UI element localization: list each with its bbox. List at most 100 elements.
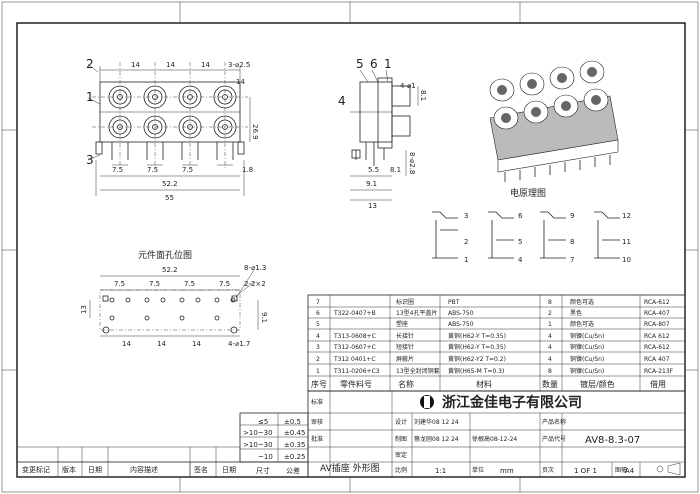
rev-header-date: 日期 <box>88 466 102 474</box>
pin-2: 2 <box>464 238 468 246</box>
hole-dim-14-a: 14 <box>122 340 131 348</box>
bom-cell-qty: 4 <box>548 356 552 363</box>
bom-cell-no: 4 <box>316 333 320 340</box>
hole-dim-pin-dia: 8-⌀1.3 <box>244 264 266 272</box>
bom-header-name: 名称 <box>398 379 414 389</box>
rev-header-desc: 内容描述 <box>130 465 158 474</box>
bom-cell-remark: RCA-213F <box>644 368 674 375</box>
dim-7-5-a: 7.5 <box>112 166 123 174</box>
label-unit: 单位 <box>472 466 484 474</box>
side-dim-5-5: 5.5 <box>368 166 379 174</box>
revision-block: 变更标记 版本 日期 内容描述 签名 日期 <box>16 446 309 478</box>
bom-cell-finish: 铜镍(Cu/Sn) <box>570 332 604 340</box>
bom-cell-remark: RCA-807 <box>644 321 670 328</box>
bom-cell-qty: 1 <box>548 321 552 328</box>
bom-cell-finish: 铜镍(Cu/Sn) <box>570 343 604 351</box>
dim-1-8: 1.8 <box>242 166 253 174</box>
bom-cell-finish: 铜镍(Cu/Sn) <box>570 355 604 363</box>
bom-cell-remark: RCA 407 <box>644 356 670 363</box>
bom-cell-part: T311-0206+C3 <box>333 368 380 375</box>
bom-cell-remark: RCA-612 <box>644 344 670 351</box>
pin-10: 10 <box>622 256 631 264</box>
size-value: A4 <box>625 467 635 475</box>
bom-cell-material: 黄铜(H62-Y2 T=0.2) <box>448 355 506 363</box>
label-draw: 制图 <box>395 435 407 443</box>
side-callout-5: 5 <box>356 57 364 71</box>
hole-layout-title: 元件面孔位图 <box>138 249 192 261</box>
bom-header: 序号 零件料号 名称 材料 数量 镀层/颜色 借用 <box>311 379 666 389</box>
label-product-code: 产品代号 <box>542 435 566 443</box>
bom-cell-name: 标识圈 <box>396 298 414 306</box>
rev-header-sign: 签名 <box>194 465 208 474</box>
tol-header-tol: 公差 <box>286 466 300 475</box>
hole-dim-7-5-a: 7.5 <box>114 280 125 288</box>
bom-cell-finish: 铜镍(Cu/Sn) <box>570 367 604 375</box>
tol-header-size: 尺寸 <box>256 466 270 475</box>
callout-2: 2 <box>86 57 94 71</box>
bom-cell-material: 黄铜(H65-M T=0.3) <box>448 367 504 375</box>
pin-1: 1 <box>464 256 468 264</box>
bom-header-no: 序号 <box>311 379 327 389</box>
bom-cell-no: 3 <box>316 344 320 351</box>
hole-dim-7-5-d: 7.5 <box>219 280 230 288</box>
bom-cell-no: 1 <box>316 368 320 375</box>
label-standard: 标准 <box>311 398 323 406</box>
hole-dim-7-5-c: 7.5 <box>184 280 195 288</box>
bom-cell-name: 塑座 <box>396 320 408 328</box>
side-view: 5 6 1 4 8.1 4-⌀1 8-⌀2.8 5.5 8.1 9.1 13 <box>338 57 427 210</box>
bom-cell-finish: 颜色可选 <box>570 320 594 328</box>
bom-cell-qty: 4 <box>548 344 552 351</box>
rev-header-date2: 日期 <box>222 466 236 474</box>
dim-14-a: 14 <box>131 61 140 69</box>
bom-cell-name: 短接针 <box>396 343 414 351</box>
rev-header-mark: 变更标记 <box>22 465 50 474</box>
side-dim-pin: 4-⌀1 <box>400 82 416 90</box>
unit-value: mm <box>500 467 514 475</box>
bom-cell-part: T312 0401+C <box>333 356 376 363</box>
bom-cell-qty: 8 <box>548 299 552 306</box>
isometric-view <box>489 60 619 182</box>
bom-header-part: 零件料号 <box>340 379 372 389</box>
rev-header-version: 版本 <box>62 465 76 474</box>
side-dim-8-1-top: 8.1 <box>419 90 427 101</box>
product-name-value: AV插座 外形图 <box>320 462 380 474</box>
sheet-value: 1 OF 1 <box>574 467 597 475</box>
label-scale: 比例 <box>395 466 407 474</box>
tol-range-2: >10~30 <box>243 429 273 437</box>
bom-cell-material: ABS-750 <box>448 310 474 317</box>
pin-12: 12 <box>622 212 631 220</box>
bom-cell-remark: RCA-407 <box>644 310 670 317</box>
bom-cell-part: T313-0608+C <box>333 333 376 340</box>
dim-52-2: 52.2 <box>162 180 178 188</box>
hole-dim-7-5-b: 7.5 <box>149 280 160 288</box>
bom-cell-name: 13型全封闭铜套 <box>396 367 440 375</box>
label-review: 审核 <box>311 418 323 426</box>
dim-14-b: 14 <box>166 61 175 69</box>
title-block: 浙江金佳电子有限公司 标准 审核 批准 设计 制图 审定 刘建华08 12 24… <box>307 390 686 478</box>
inner-frame <box>16 22 686 478</box>
side-dim-13: 13 <box>368 202 377 210</box>
pin-3: 3 <box>464 212 468 220</box>
pin-7: 7 <box>570 256 574 264</box>
label-sheet: 页次 <box>542 466 554 474</box>
scale-value: 1:1 <box>435 467 446 475</box>
dim-7-5-c: 7.5 <box>182 166 193 174</box>
label-product-name: 产品名称 <box>542 418 566 426</box>
bom-cell-material: ABS-750 <box>448 321 474 328</box>
bom-cell-remark: RCA-612 <box>644 299 670 306</box>
tolerance-block: ≤5 ±0.5 >10~30 ±0.45 >10~30 ±0.35 ~10 ±0… <box>239 412 380 475</box>
callout-1: 1 <box>86 90 94 104</box>
bom-cell-material: 黄铜(H62-Y T=0.35) <box>448 332 506 340</box>
hole-dim-square: 2-2×2 <box>244 280 266 288</box>
pin-5: 5 <box>518 238 522 246</box>
hole-layout: 元件面孔位图 52.2 7.5 7.5 7.5 7.5 8-⌀1.3 2-2×2… <box>80 249 268 348</box>
callout-3: 3 <box>86 153 94 167</box>
tol-range-4: ~10 <box>258 453 273 461</box>
bom-cell-no: 5 <box>316 321 320 328</box>
side-dim-8-1: 8.1 <box>390 166 401 174</box>
bom-header-material: 材料 <box>476 379 492 389</box>
dim-14-right: 14 <box>236 78 245 86</box>
drafter: 蔡龙刚08 12 24 <box>414 435 459 443</box>
